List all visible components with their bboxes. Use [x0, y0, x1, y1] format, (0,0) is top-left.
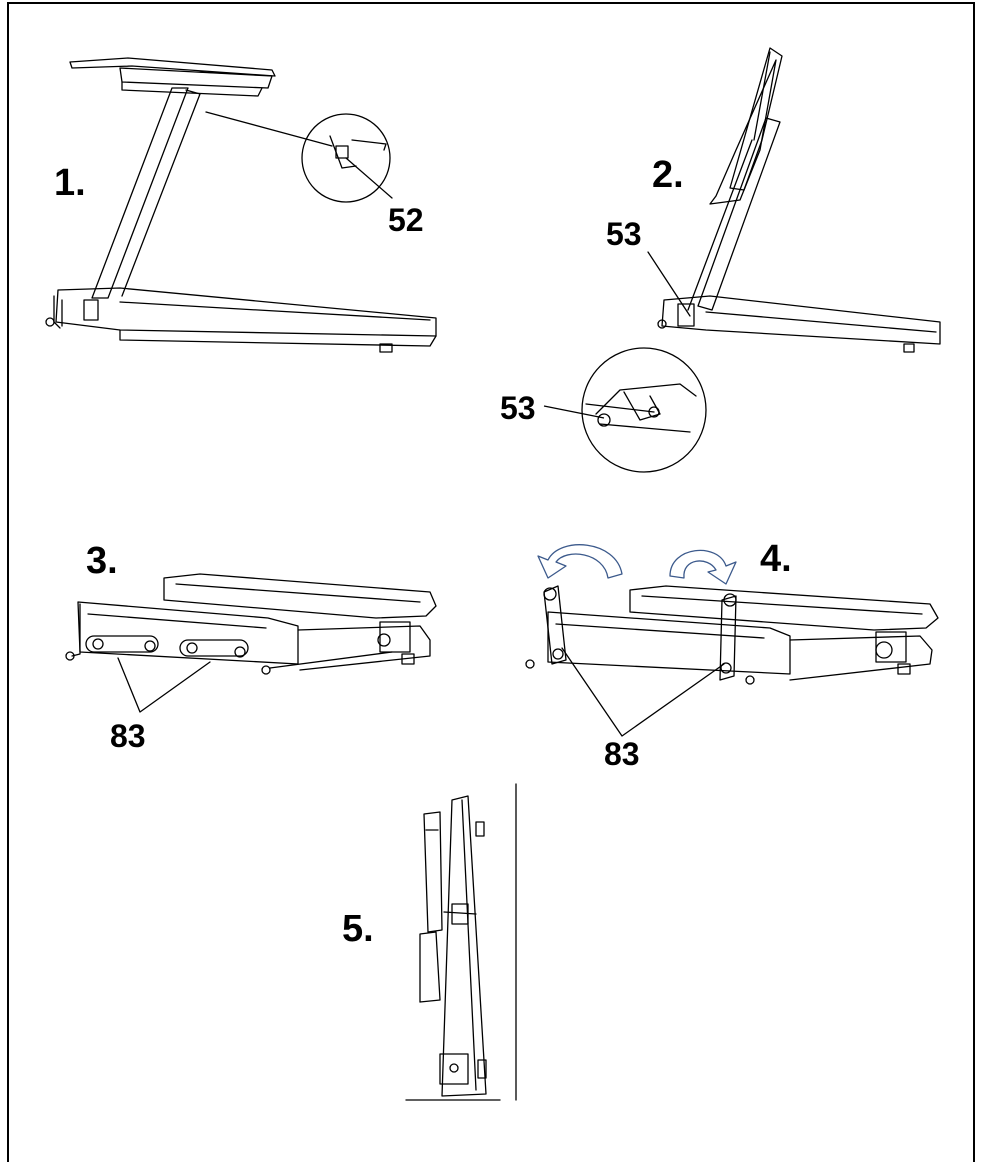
step-number-2: 2. [652, 154, 684, 196]
part-label-83-left: 83 [110, 718, 146, 754]
step-number-1: 1. [54, 162, 86, 204]
diagram-frame [7, 2, 975, 1162]
step-number-5: 5. [342, 908, 374, 950]
part-label-52: 52 [388, 202, 424, 238]
step-number-4: 4. [760, 538, 792, 580]
part-label-53-upper: 53 [606, 216, 642, 252]
part-label-53-detail: 53 [500, 390, 536, 426]
step4-treadmill-wheels-rotated [525, 544, 939, 737]
rotate-left-arrow [537, 544, 623, 579]
part-label-83-right: 83 [604, 736, 640, 772]
step2-treadmill-folding [581, 47, 941, 473]
rotate-right-arrow [669, 549, 737, 585]
step1-treadmill-upright [45, 57, 437, 353]
step3-treadmill-folded-flat [65, 573, 437, 713]
step5-treadmill-stored-upright [405, 783, 517, 1101]
step-number-3: 3. [86, 540, 118, 582]
